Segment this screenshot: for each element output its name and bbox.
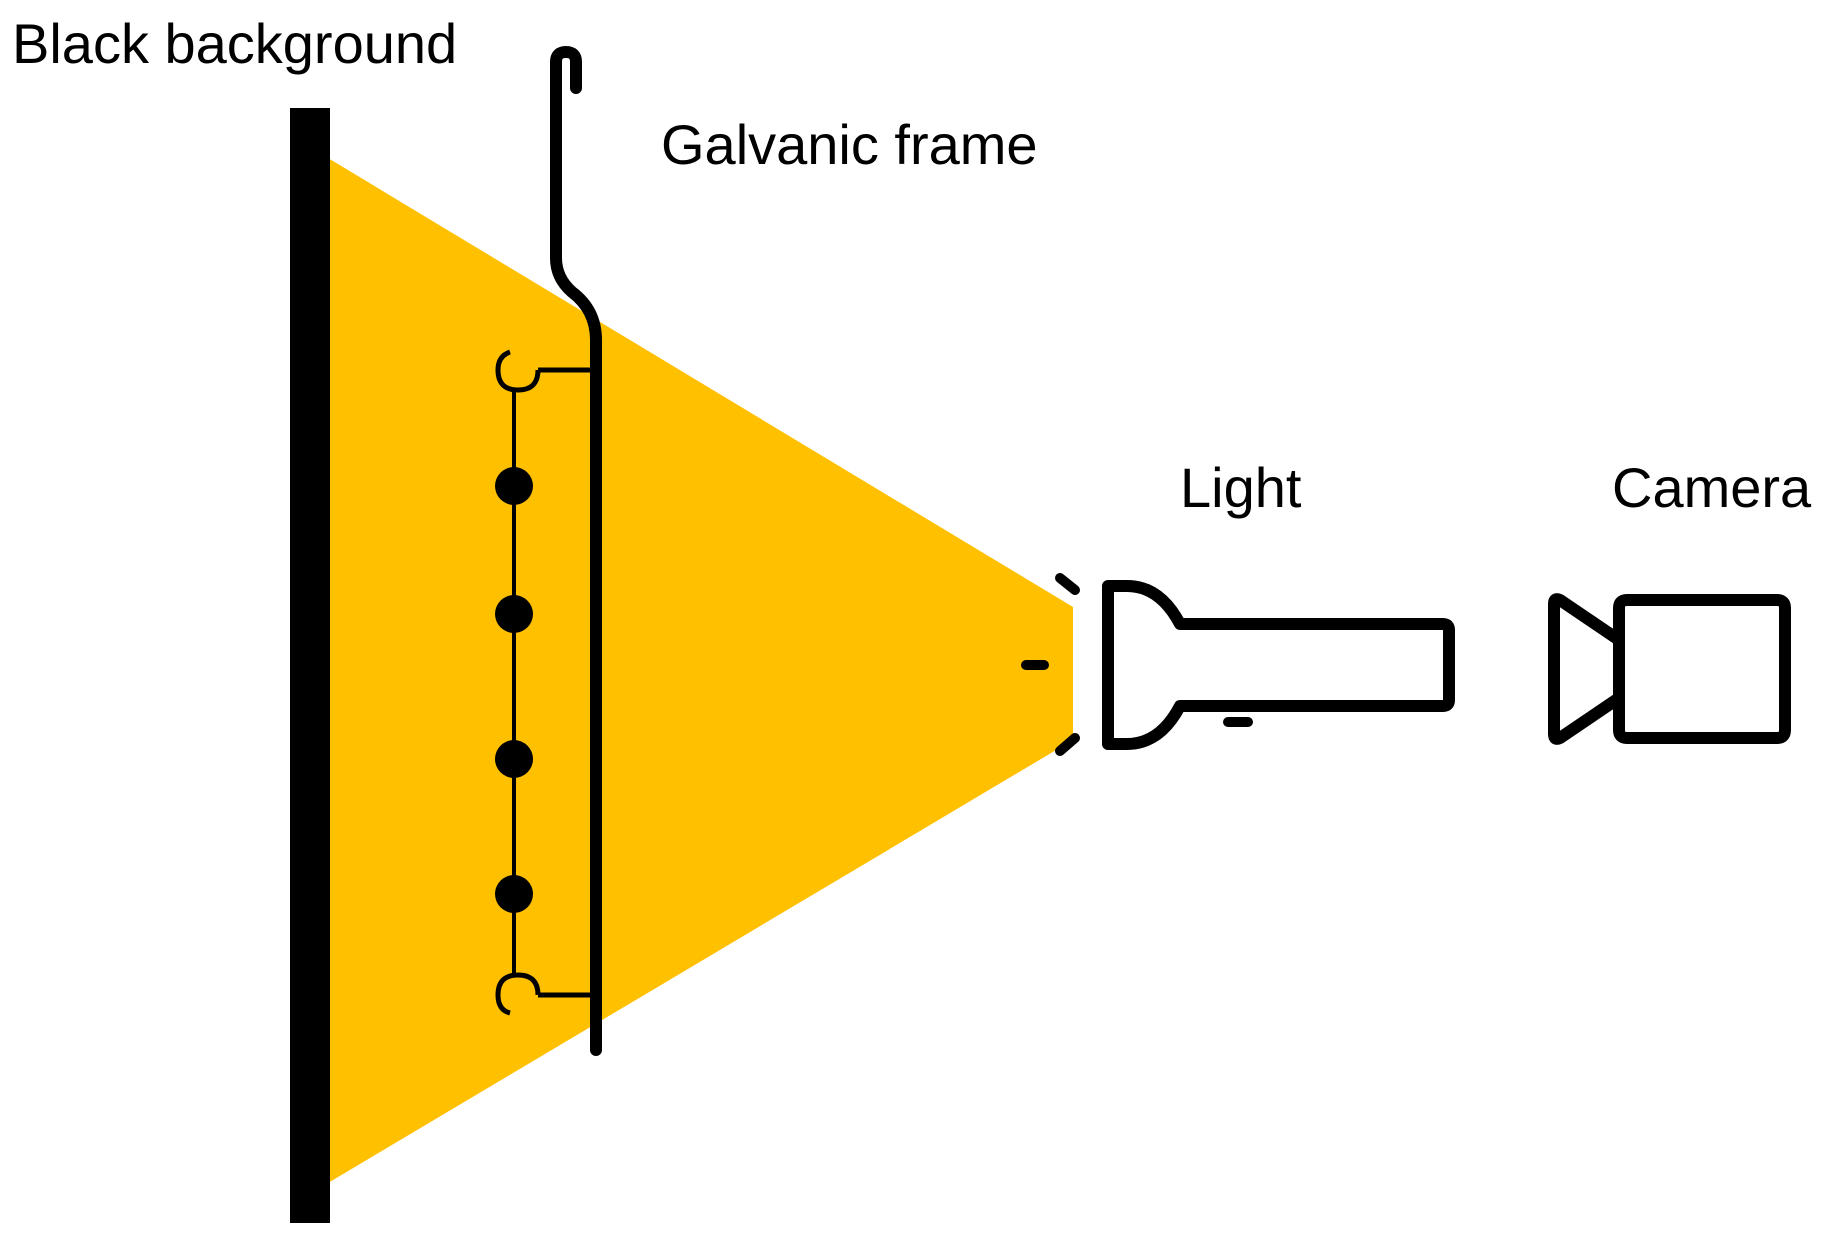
flashlight-body xyxy=(1102,580,1455,750)
part-dot xyxy=(495,740,533,778)
light-ray-bottom xyxy=(1055,733,1080,756)
black-background-label: Black background xyxy=(12,12,458,75)
black-background-panel xyxy=(290,108,330,1223)
flashlight-icon xyxy=(1021,573,1455,756)
hanging-parts xyxy=(495,467,533,913)
part-dot xyxy=(495,875,533,913)
camera-lens xyxy=(1548,593,1625,745)
lower-hook xyxy=(495,972,541,1016)
galvanic-frame xyxy=(550,46,602,1056)
part-dot xyxy=(495,467,533,505)
part-dot xyxy=(495,595,533,633)
light-ray-top xyxy=(1055,573,1080,595)
camera-body xyxy=(1613,594,1791,744)
galvanic-frame-label: Galvanic frame xyxy=(661,113,1038,176)
frame-hook xyxy=(550,46,582,264)
frame-main-bar xyxy=(550,252,602,1056)
camera-label: Camera xyxy=(1612,456,1812,519)
video-camera-icon xyxy=(1548,593,1791,745)
light-beam xyxy=(328,158,1073,1183)
light-label: Light xyxy=(1180,456,1302,519)
upper-hook xyxy=(495,349,541,393)
